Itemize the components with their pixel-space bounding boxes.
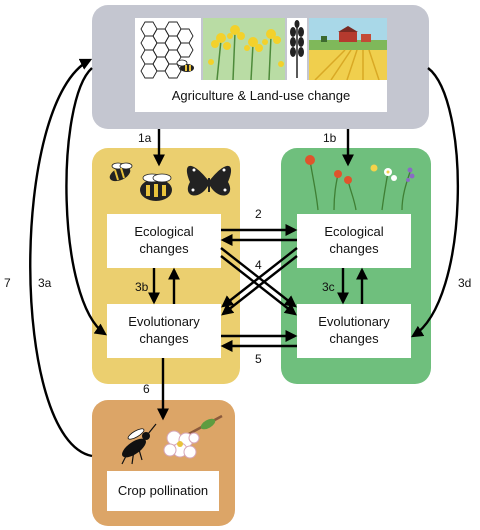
- label-1b: 1b: [323, 131, 337, 145]
- right-evolutionary-changes: Evolutionary changes: [297, 304, 411, 358]
- agriculture-title: Agriculture & Land-use change: [135, 80, 387, 112]
- arrow-3a: [65, 67, 107, 336]
- label-4: 4: [255, 258, 262, 272]
- honeycomb-bee-icon: [135, 18, 201, 80]
- arrow-4c: [220, 247, 297, 308]
- image-strip: [135, 18, 387, 81]
- label-1a: 1a: [138, 131, 152, 145]
- wheat-icon: [287, 18, 307, 80]
- left-ecological-changes: Ecological changes: [107, 214, 221, 268]
- label-5: 5: [255, 352, 262, 366]
- label-7: 7: [4, 276, 11, 290]
- farmland-icon: [309, 18, 387, 81]
- pollination-icons: [108, 408, 230, 468]
- left-evolutionary-changes: Evolutionary changes: [107, 304, 221, 358]
- label-6: 6: [143, 382, 150, 396]
- label-3c: 3c: [322, 280, 335, 294]
- label-3d: 3d: [458, 276, 472, 290]
- arrow-4d: [221, 255, 298, 316]
- bumblebee-icon: [140, 173, 172, 201]
- label-2: 2: [255, 207, 262, 221]
- apple-blossom-icon: [163, 414, 223, 459]
- label-3b: 3b: [135, 280, 149, 294]
- arrow-4b: [221, 247, 298, 308]
- arrow-7: [29, 58, 93, 458]
- bee-icon: [109, 162, 133, 182]
- pollinator-icons: [98, 152, 238, 210]
- label-3a: 3a: [38, 276, 52, 290]
- canola-flowers-icon: [203, 18, 285, 81]
- butterfly-icon: [186, 165, 232, 196]
- right-ecological-changes: Ecological changes: [297, 214, 411, 268]
- arrow-3d: [410, 67, 459, 338]
- wildflowers-icon: [290, 150, 426, 212]
- crop-pollination-title: Crop pollination: [107, 471, 219, 511]
- arrow-4a: [220, 255, 297, 316]
- wasp-icon: [121, 423, 157, 465]
